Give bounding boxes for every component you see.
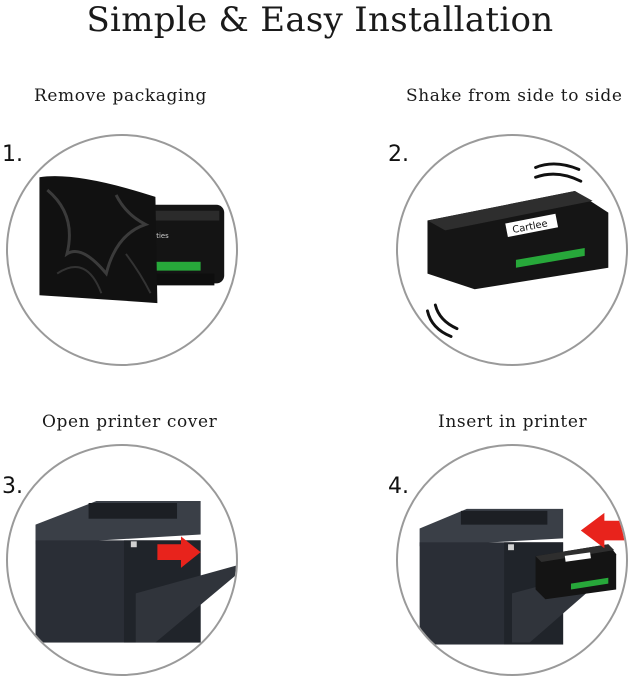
step-3-number: 3. bbox=[2, 474, 23, 499]
step-4-number: 4. bbox=[388, 474, 409, 499]
step-3-label: Open printer cover bbox=[42, 412, 218, 432]
step-3-image bbox=[6, 444, 238, 676]
svg-text:rties: rties bbox=[153, 232, 169, 240]
step-4-label: Insert in printer bbox=[438, 412, 588, 432]
step-1-label: Remove packaging bbox=[34, 86, 208, 106]
toner-shaking-illustration: Cartlee bbox=[426, 162, 609, 338]
insert-arrow-icon bbox=[157, 536, 201, 568]
insert-arrow-icon bbox=[580, 512, 626, 549]
page-title: Simple & Easy Installation bbox=[86, 0, 554, 40]
step-2-number: 2. bbox=[388, 142, 409, 167]
step-1-number: 1. bbox=[2, 142, 23, 167]
step-1-image: rties bbox=[6, 134, 238, 366]
printer-insert-illustration bbox=[419, 508, 626, 645]
printer-open-illustration bbox=[35, 501, 236, 643]
step-2-label: Shake from side to side bbox=[406, 86, 623, 106]
toner-in-bag-illustration: rties bbox=[39, 176, 225, 304]
step-2-image: Cartlee bbox=[396, 134, 628, 366]
step-4-image bbox=[396, 444, 628, 676]
